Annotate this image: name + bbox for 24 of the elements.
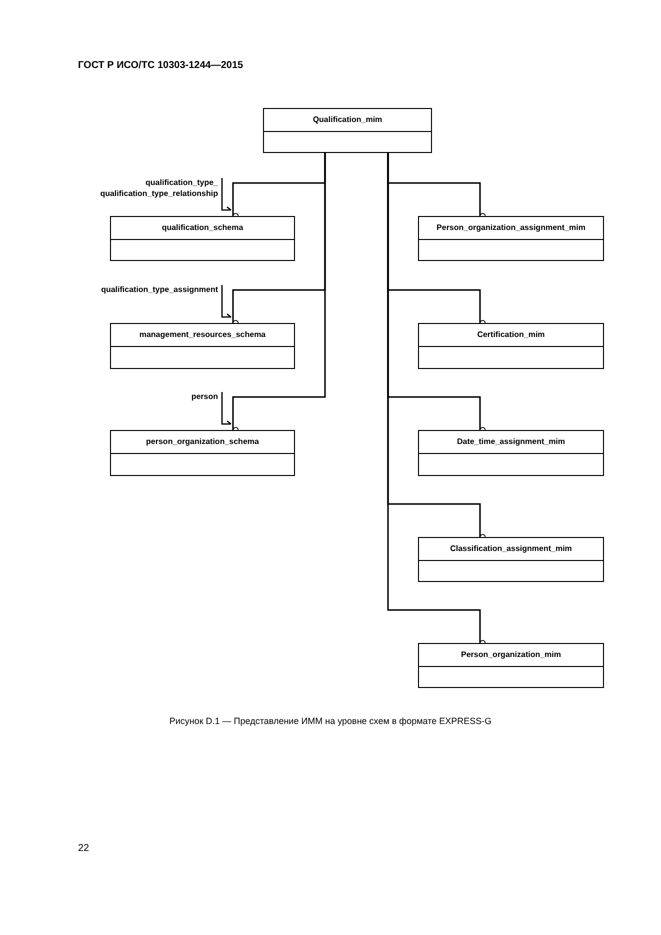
entity-name: Qualification_mim	[264, 109, 431, 132]
entity-name: Classification_assignment_mim	[419, 538, 603, 561]
entity-box	[110, 216, 295, 261]
edge-label: qualification_type_assignment	[101, 284, 218, 295]
entity-box	[418, 537, 604, 582]
page-number: 22	[78, 843, 90, 854]
entity-box	[110, 430, 295, 476]
entity-box	[418, 643, 604, 688]
relationship-line	[387, 153, 486, 646]
entity-box	[418, 430, 604, 476]
entity-name: Person_organization_mim	[419, 644, 603, 667]
entity-name: Date_time_assignment_mim	[419, 431, 603, 454]
entity-box	[110, 323, 295, 369]
relationship-line	[232, 153, 326, 433]
entity-name: management_resources_schema	[111, 324, 294, 347]
entity-name: Person_organization_assignment_mim	[419, 217, 603, 240]
entity-box	[263, 108, 432, 153]
entity-box	[418, 216, 604, 261]
document-header: ГОСТ Р ИСО/ТС 10303-1244—2015	[78, 60, 244, 71]
entity-box	[418, 323, 604, 369]
entity-name: person_organization_schema	[111, 431, 294, 454]
figure-caption: Рисунок D.1 — Представление ИММ на уровне схем в формате EXPRESS-G	[168, 716, 493, 726]
entity-name: qualification_schema	[111, 217, 294, 240]
entity-name: Certification_mim	[419, 324, 603, 347]
